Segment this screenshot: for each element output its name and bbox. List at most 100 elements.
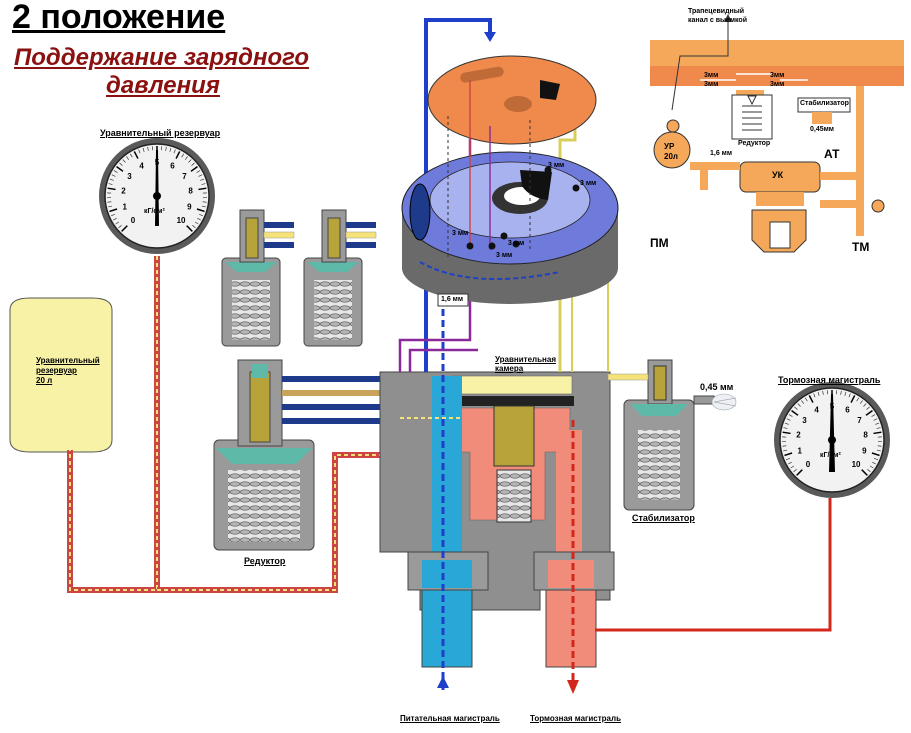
gauge-minor-tick [129, 153, 133, 158]
gauge-minor-tick [875, 422, 880, 425]
gauge-minor-tick [122, 159, 126, 163]
label-brake-main: Тормозная магистраль [530, 714, 622, 723]
label-gauge-unit-right: кГ/см² [820, 452, 841, 459]
gauge-tick-label: 10 [177, 216, 186, 225]
gauge-tick-label: 7 [857, 416, 862, 425]
gauge-minor-tick [817, 391, 820, 396]
gauge-minor-tick [790, 465, 795, 469]
gauge-minor-tick [115, 221, 120, 225]
gauge-minor-tick [201, 183, 206, 185]
equalizing-pipes [67, 256, 385, 593]
label-orifice-3c: 3 мм [508, 240, 525, 247]
reducer-valve-small-2 [303, 209, 377, 347]
gauge-tick [121, 225, 128, 232]
gauge-minor-tick [874, 457, 879, 461]
gauge-tick-label: 9 [187, 203, 192, 212]
gauge-minor-tick [785, 457, 790, 461]
gauge-tick-label: 8 [188, 187, 193, 196]
gauge-minor-tick [840, 390, 842, 395]
gauge-minor-tick [191, 162, 195, 166]
brake-line-gauge: 012345678910 [774, 382, 890, 498]
gauge-minor-tick [108, 205, 113, 208]
schematic-channel-line-2: канал с выемкой [688, 17, 747, 24]
gauge-minor-tick [198, 174, 203, 177]
gauge-minor-tick [804, 397, 808, 402]
gauge-needle [829, 394, 835, 472]
schematic-uk: УК [772, 170, 784, 180]
gauge-tick [871, 452, 880, 457]
gauge-minor-tick [147, 146, 149, 151]
central-valve-body [379, 371, 615, 668]
gauge-minor-tick [876, 427, 881, 429]
gauge-tick-label: 8 [863, 431, 868, 440]
gauge-tick-label: 7 [182, 172, 187, 181]
gauge-minor-tick [169, 147, 172, 152]
schematic-ur-line-2: 20л [664, 152, 678, 161]
gauge-minor-tick [788, 461, 792, 465]
gauge-minor-tick [866, 406, 870, 410]
schematic-pm: ПМ [650, 236, 669, 250]
schematic-tm: ТМ [852, 240, 870, 254]
gauge-tick [133, 151, 139, 159]
label-orifice-3a: 3 мм [452, 230, 469, 237]
label-tank-line-2: резервуар [36, 366, 77, 375]
gauge-minor-tick [181, 153, 185, 158]
label-equalizing-reservoir-gauge: Уравнительный резервуар [100, 128, 221, 138]
gauge-tick-label: 4 [814, 406, 819, 415]
gauge-tick-label: 2 [121, 187, 126, 196]
schematic-m2: 3мм [704, 81, 719, 88]
gauge-minor-tick [848, 393, 851, 398]
label-orifice-3d: 3 мм [548, 162, 565, 169]
gauge-tick-label: 6 [170, 162, 175, 171]
label-brake-line-gauge: Тормозная магистраль [778, 375, 881, 385]
page-title: 2 положение [12, 0, 226, 36]
gauge-minor-tick [119, 162, 123, 166]
gauge-tick [782, 431, 791, 435]
subtitle-line-1: Поддержание зарядного [14, 44, 310, 71]
gauge-minor-tick [165, 146, 167, 151]
gauge-minor-tick [793, 469, 797, 473]
gauge-minor-tick [200, 178, 205, 181]
gauge-needle [155, 150, 159, 226]
gauge-minor-tick [196, 170, 201, 173]
gauge-minor-tick [788, 414, 793, 417]
gauge-minor-tick [111, 174, 116, 177]
gauge-minor-tick [871, 414, 876, 417]
gauge-tick [791, 410, 799, 416]
reducer-valve-small-1 [221, 209, 295, 347]
gauge-minor-tick [118, 225, 122, 229]
gauge-tick [796, 469, 803, 476]
gauge-tick [116, 166, 124, 172]
gauge-tick-label: 4 [139, 162, 144, 171]
schematic-mini [650, 14, 904, 253]
gauge-minor-tick [201, 205, 206, 208]
gauge-minor-tick [107, 201, 112, 203]
schematic-d045: 0,45мм [810, 126, 834, 133]
gauge-minor-tick [856, 397, 860, 402]
gauge-minor-tick [822, 390, 824, 395]
subtitle-line-2: давления [106, 72, 220, 99]
brake-main-flow [567, 420, 832, 694]
gauge-minor-tick [784, 422, 789, 425]
rotary-valve-assembly [401, 55, 619, 307]
gauge-minor-tick [126, 156, 130, 160]
gauge-minor-tick [173, 149, 176, 154]
schematic-m1: 3мм [704, 72, 719, 79]
gauge-minor-tick [867, 469, 871, 473]
gauge-minor-tick [786, 418, 791, 421]
label-tank-line-3: 20 л [36, 376, 53, 385]
gauge-minor-tick [783, 427, 788, 429]
gauge-minor-tick [783, 449, 788, 452]
gauge-minor-tick [869, 465, 874, 469]
label-gauge-unit-left: кГ/см² [144, 208, 165, 215]
gauge-minor-tick [188, 159, 192, 163]
gauge-tick [190, 166, 198, 172]
schematic-m4: 3мм [770, 81, 785, 88]
label-orifice-3b: 3 мм [496, 252, 513, 259]
schematic-reducer: Редуктор [738, 140, 771, 147]
main-reducer [213, 359, 432, 551]
gauge-minor-tick [184, 156, 188, 160]
gauge-tick-label: 2 [796, 431, 801, 440]
gauge-tick-label: 1 [797, 447, 802, 456]
